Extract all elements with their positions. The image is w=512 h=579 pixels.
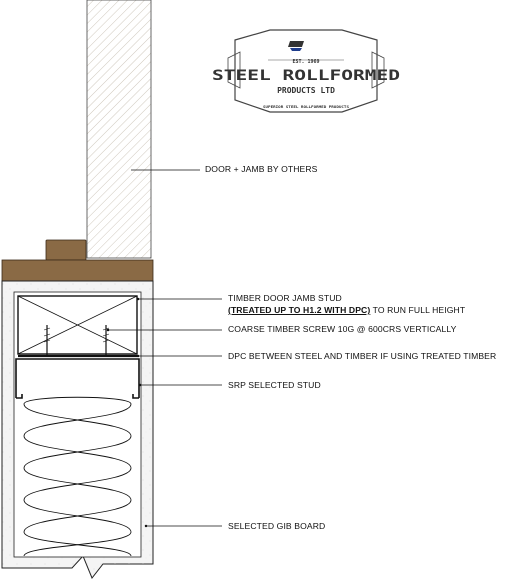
label-stud: SRP SELECTED STUD (228, 380, 321, 390)
label-door-jamb: DOOR + JAMB BY OTHERS (205, 164, 318, 174)
logo-line1: STEEL ROLLFORMED (212, 68, 400, 84)
label-screw: COARSE TIMBER SCREW 10G @ 600CRS VERTICA… (228, 324, 457, 334)
label-dpc: DPC BETWEEN STEEL AND TIMBER IF USING TR… (228, 351, 497, 361)
logo-line2: PRODUCTS LTD (277, 86, 335, 95)
label-treated-note-line: (TREATED UP TO H1.2 WITH DPC) TO RUN FUL… (228, 305, 465, 315)
door-leaf (86, 0, 152, 259)
timber-jamb-stud (17, 295, 138, 355)
logo-established: EST. 1969 (292, 59, 319, 65)
logo-emblem-icon (288, 41, 304, 51)
steel-stud (15, 358, 140, 399)
company-logo: EST. 1969 STEEL ROLLFORMED PRODUCTS LTD … (212, 29, 400, 113)
label-timber-stud: TIMBER DOOR JAMB STUD (228, 293, 342, 303)
label-gib: SELECTED GIB BOARD (228, 521, 326, 531)
jamb-board (1, 259, 154, 282)
insulation-batt (23, 396, 132, 557)
label-treated-note: (TREATED UP TO H1.2 WITH DPC) (228, 305, 371, 315)
logo-tagline: SUPERIOR STEEL ROLLFORMED PRODUCTS (263, 105, 349, 109)
leader-lines (106, 169, 222, 528)
door-stop-trim (45, 239, 87, 261)
label-treated-suffix: TO RUN FULL HEIGHT (370, 305, 466, 315)
